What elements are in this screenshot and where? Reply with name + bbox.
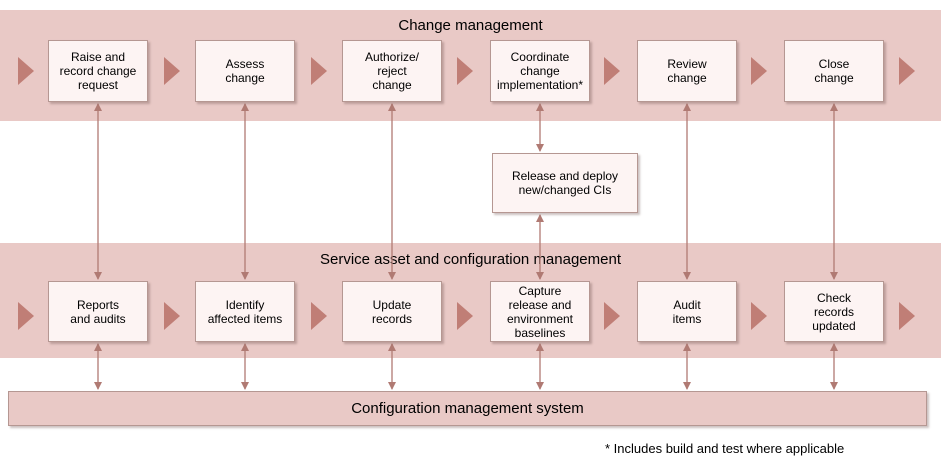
flow-arrow	[164, 57, 180, 85]
step-label: Capture release and environment baseline…	[506, 283, 574, 340]
flow-arrow	[457, 302, 473, 330]
step-check-records-updated: Check records updated	[784, 281, 884, 342]
flow-arrow	[751, 57, 767, 85]
step-label: Update records	[371, 297, 412, 326]
step-label: Authorize/ reject change	[364, 50, 420, 92]
footnote: * Includes build and test where applicab…	[605, 441, 845, 456]
flow-arrow	[604, 302, 620, 330]
step-audit-items: Audit items	[637, 281, 737, 342]
step-identify-affected-items: Identify affected items	[195, 281, 295, 342]
flow-arrow	[311, 57, 327, 85]
step-update-records: Update records	[342, 281, 442, 342]
step-label: Coordinate change implementation*	[496, 50, 584, 92]
step-raise-record-change-request: Raise and record change request	[48, 40, 148, 102]
flow-arrow	[18, 302, 34, 330]
release-label: Release and deploy new/changed CIs	[511, 169, 619, 197]
step-label: Audit items	[672, 297, 702, 326]
step-label: Identify affected items	[207, 297, 283, 326]
flow-arrow	[604, 57, 620, 85]
flow-arrow	[899, 57, 915, 85]
flow-arrow	[18, 57, 34, 85]
step-label: Assess change	[225, 57, 265, 85]
flow-arrow	[457, 57, 473, 85]
step-label: Close change	[814, 57, 854, 85]
step-authorize-reject-change: Authorize/ reject change	[342, 40, 442, 102]
step-capture-baselines: Capture release and environment baseline…	[490, 281, 590, 342]
step-label: Raise and record change request	[59, 50, 137, 92]
step-label: Reports and audits	[70, 297, 126, 326]
change-management-title: Change management	[398, 17, 543, 34]
step-assess-change: Assess change	[195, 40, 295, 102]
step-close-change: Close change	[784, 40, 884, 102]
flow-arrow	[899, 302, 915, 330]
step-label: Check records updated	[812, 290, 856, 333]
configuration-management-system-bar: Configuration management system	[8, 391, 927, 426]
flow-arrow	[311, 302, 327, 330]
flow-arrow	[751, 302, 767, 330]
step-coordinate-change-implementation: Coordinate change implementation*	[490, 40, 590, 102]
release-deploy-box: Release and deploy new/changed CIs	[492, 153, 638, 213]
step-label: Review change	[667, 57, 707, 85]
cms-label: Configuration management system	[351, 400, 584, 417]
step-reports-and-audits: Reports and audits	[48, 281, 148, 342]
step-review-change: Review change	[637, 40, 737, 102]
flow-arrow	[164, 302, 180, 330]
